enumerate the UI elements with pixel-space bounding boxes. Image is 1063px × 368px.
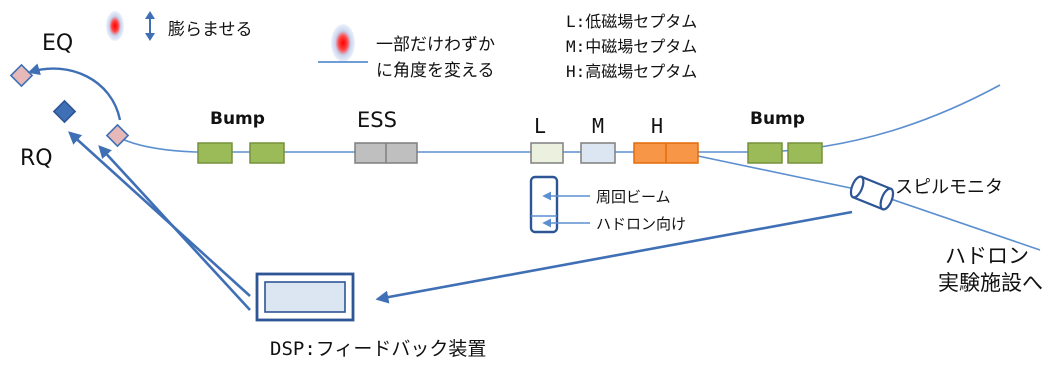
extraction-beam-line-2 — [887, 197, 1041, 251]
septum-cross-section-box — [529, 175, 559, 234]
rf-kick-icon — [331, 24, 355, 62]
hadron-label-line1: ハドロン — [945, 244, 1029, 268]
expand-arrow-icon — [145, 11, 155, 41]
septum-l — [530, 142, 564, 164]
septum-h-label: H — [651, 114, 663, 138]
bump-right-magnet-2 — [787, 142, 823, 164]
septum-m-label: M — [592, 114, 604, 138]
rf-expand-icon — [106, 11, 124, 41]
eq-label: EQ — [42, 31, 73, 56]
dsp-box-inner — [264, 281, 346, 313]
dsp-label: DSP:フィードバック装置 — [270, 338, 486, 360]
hadron-label-line2: 実験施設へ — [938, 271, 1043, 295]
septum-m — [580, 142, 616, 164]
eq-quad-bottom — [105, 123, 130, 148]
feedback-arrow-from-monitor — [375, 210, 853, 304]
eq-quad-top — [9, 63, 34, 88]
feedback-arrow-to-rq — [68, 131, 251, 297]
ring-beam-left — [119, 137, 196, 153]
ess-label: ESS — [357, 108, 397, 132]
extraction-beam-line — [697, 155, 861, 191]
eq-curve-arrow — [27, 63, 122, 121]
septum-cross-section — [529, 175, 590, 234]
legend: 膨らませる 一部だけわずか に角度を変える L:低磁場セプタム M:中磁場セプタ… — [106, 11, 697, 81]
quadrupoles — [9, 63, 130, 148]
circulating-beam-label: 周回ビーム — [596, 188, 671, 206]
bump-left-magnet-2 — [249, 142, 285, 164]
expand-label: 膨らませる — [168, 20, 253, 40]
feedback-arrow-to-eq — [98, 145, 251, 311]
kick-label-line2: に角度を変える — [376, 61, 495, 81]
septum-l-label: L — [534, 114, 546, 138]
rq-label: RQ — [20, 146, 53, 171]
bump-left-magnet-1 — [197, 142, 233, 164]
bump-right-label: Bump — [750, 109, 805, 129]
septum-legend-h: H:高磁場セプタム — [566, 62, 697, 81]
kick-label-line1: 一部だけわずか — [376, 35, 495, 55]
spill-monitor-label: スピルモニタ — [895, 177, 1003, 198]
bump-right-magnet-1 — [747, 142, 783, 164]
for-hadron-label: ハドロン向け — [596, 215, 686, 233]
spill-monitor-icon — [849, 175, 895, 211]
septum-legend-m: M:中磁場セプタム — [566, 37, 697, 56]
rq-quad — [52, 99, 77, 124]
bump-left-label: Bump — [210, 109, 265, 129]
septum-legend-l: L:低磁場セプタム — [566, 12, 697, 31]
